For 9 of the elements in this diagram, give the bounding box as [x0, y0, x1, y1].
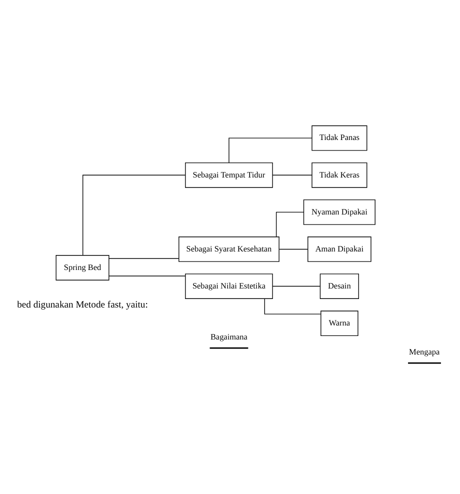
connector [264, 298, 322, 314]
connector [276, 212, 304, 238]
connector [272, 174, 312, 176]
label: bed digunakan Metode fast, yaitu: [17, 299, 148, 310]
connector [108, 258, 179, 259]
connector [228, 138, 312, 163]
connector [279, 248, 308, 250]
connector [82, 174, 186, 256]
connector [272, 286, 320, 287]
